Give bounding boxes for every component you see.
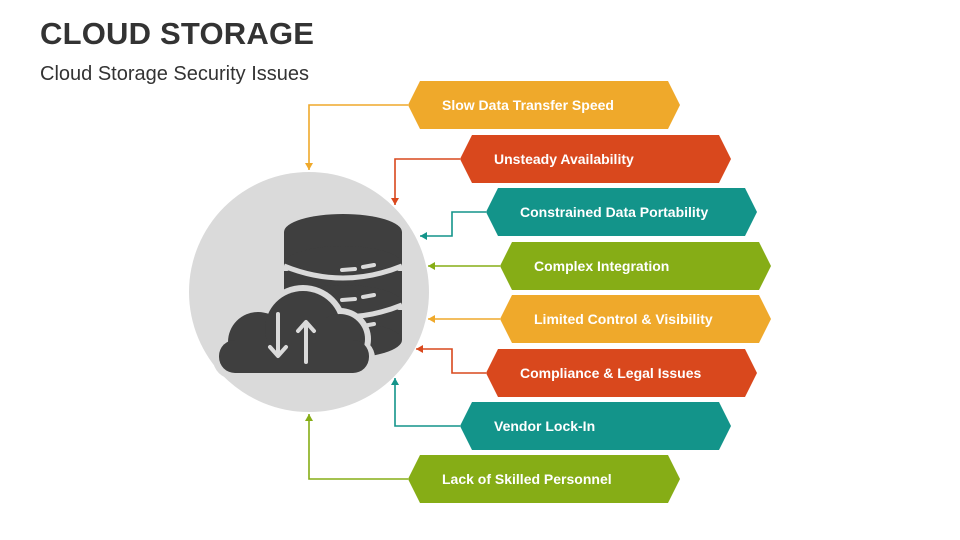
issue-hexagon	[408, 455, 680, 503]
issue-label: Slow Data Transfer Speed	[442, 97, 614, 113]
issue-hexagon	[500, 242, 771, 290]
issue-hexagon	[500, 295, 771, 343]
issue-label: Constrained Data Portability	[520, 204, 709, 220]
issue-hexagon	[460, 135, 731, 183]
connector-line	[394, 158, 460, 205]
cloud-database-icon	[213, 214, 403, 379]
connector-arrowhead	[391, 378, 399, 385]
connector-line	[394, 378, 460, 427]
connector-arrowhead	[428, 315, 435, 323]
connector-line	[308, 104, 408, 170]
issue-label: Limited Control & Visibility	[534, 311, 713, 327]
issue-label: Vendor Lock-In	[494, 418, 596, 434]
connector-line	[416, 348, 486, 374]
page-title: CLOUD STORAGE	[40, 16, 315, 51]
connector-arrowhead	[416, 345, 423, 353]
page-subtitle: Cloud Storage Security Issues	[40, 63, 310, 85]
issue-shapes	[408, 81, 771, 503]
connectors	[305, 104, 500, 480]
connector-arrowhead	[305, 163, 313, 170]
issue-label: Compliance & Legal Issues	[520, 365, 702, 381]
connector-line	[308, 414, 408, 480]
connector-arrowhead	[391, 198, 399, 205]
issue-label: Unsteady Availability	[494, 151, 634, 167]
connector-arrowhead	[420, 232, 427, 240]
connector-arrowhead	[428, 262, 435, 270]
issue-hexagon	[486, 349, 757, 397]
issue-hexagon	[460, 402, 731, 450]
connector-arrowhead	[305, 414, 313, 421]
issue-hexagon	[486, 188, 757, 236]
issue-hexagon	[408, 81, 680, 129]
issue-label: Lack of Skilled Personnel	[442, 471, 612, 487]
connector-line	[420, 211, 486, 237]
issue-label: Complex Integration	[534, 258, 670, 274]
